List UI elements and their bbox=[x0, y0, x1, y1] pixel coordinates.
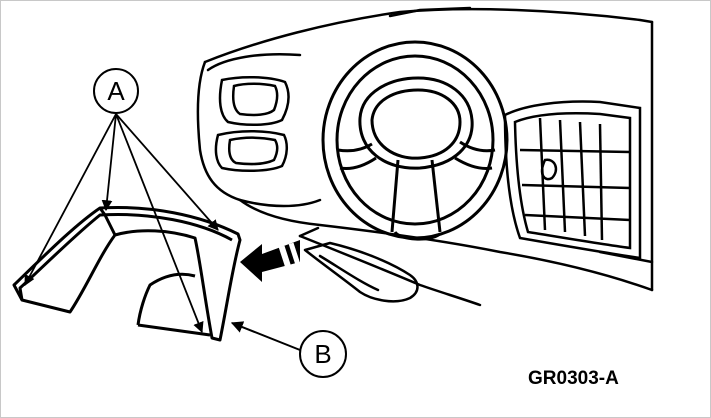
left-air-vents bbox=[214, 75, 290, 172]
callout-a-leader-lines bbox=[24, 113, 219, 334]
leader-b bbox=[230, 321, 301, 351]
leader-a-to-bottom-clip bbox=[115, 113, 204, 334]
removal-direction-arrow bbox=[240, 240, 301, 282]
callout-b-letter: B bbox=[314, 339, 331, 369]
center-stack-opening bbox=[503, 100, 642, 260]
leader-a-to-right-clip bbox=[115, 113, 219, 231]
callout-a-letter: A bbox=[107, 76, 125, 106]
steering-column-trim-panel bbox=[12, 206, 242, 342]
leader-a-to-left-clip bbox=[24, 113, 117, 286]
instrument-panel bbox=[196, 6, 654, 307]
steering-wheel bbox=[321, 40, 509, 241]
callout-a: A bbox=[24, 68, 219, 334]
callout-b-circle bbox=[299, 330, 347, 378]
callout-a-circle bbox=[93, 68, 139, 114]
leader-a-to-top-clip bbox=[101, 113, 117, 212]
callout-b: B bbox=[230, 321, 347, 378]
figure-id: GR0303-A bbox=[528, 368, 619, 389]
